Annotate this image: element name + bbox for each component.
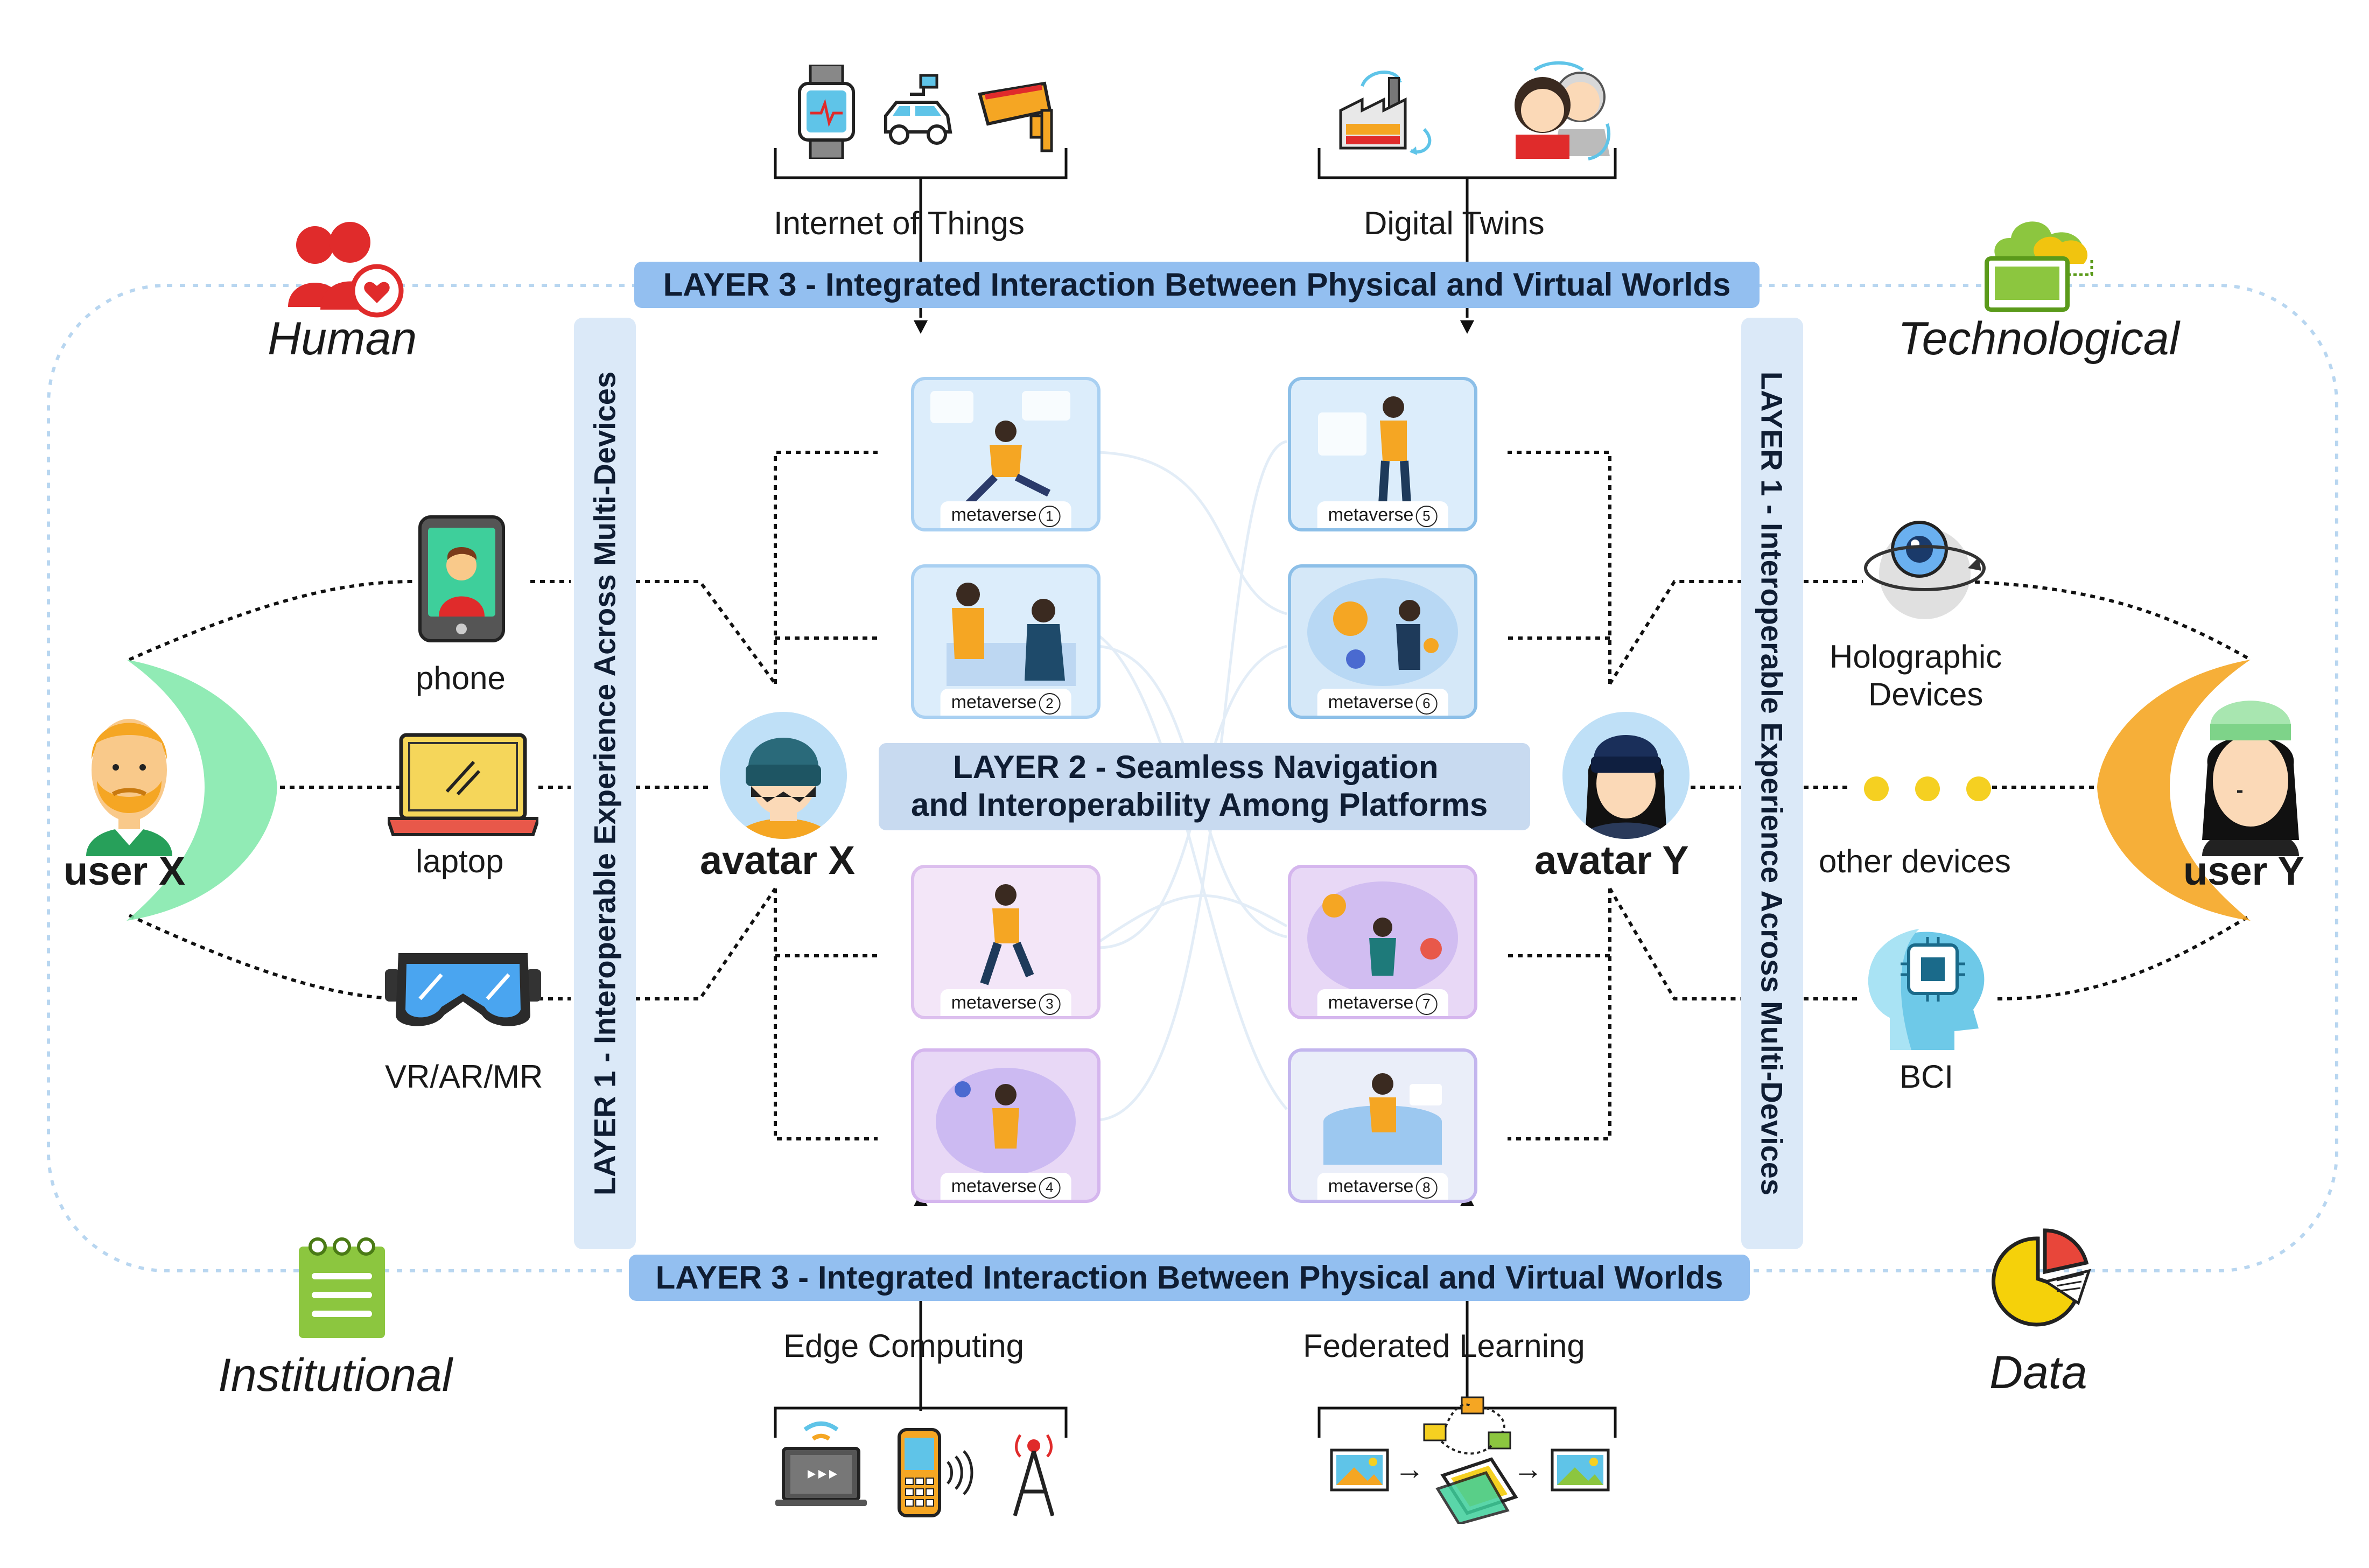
pie-chart-icon [1987,1222,2094,1330]
bci-label: BCI [1900,1059,1954,1095]
layer1-left-text: LAYER 1 - Interoperable Experience Acros… [587,371,622,1196]
metaverse-6-text: metaverse [1328,692,1414,712]
avatar-y-icon [1561,711,1691,840]
factory-icon [1330,59,1454,156]
user-x-label: user X [64,849,186,893]
metaverse-3-scene-icon [980,884,1034,985]
layer2-box [879,743,1530,830]
mobile-signal-icon [894,1427,980,1518]
laptop-label: laptop [416,843,504,879]
antenna-tower-icon [1007,1427,1061,1518]
bci-head-icon [1858,915,1992,1050]
metaverse-2-number: 2 [1039,693,1061,715]
other-devices-dots-icon [1863,775,1992,802]
metaverse-8-number: 8 [1415,1177,1438,1199]
metaverse-1-number: 1 [1039,506,1061,527]
laptop-icon [385,732,541,840]
corner-institutional-label: Institutional [218,1349,453,1401]
holographic-label-line1: Holographic [1830,639,2002,675]
holographic-label-line2: Devices [1868,676,1983,712]
metaverse-3-number: 3 [1039,993,1061,1015]
layer3-top-bar: LAYER 3 - Integrated Interaction Between… [634,262,1760,308]
layer1-right-text: LAYER 1 - Interoperable Experience Acros… [1755,371,1789,1196]
laptop-play-icon [775,1416,867,1513]
metaverse-7-number: 7 [1415,993,1438,1015]
metaverse-1-text: metaverse [951,505,1037,525]
layer2-line2: and Interoperability Among Platforms [911,787,1488,823]
user-y-label: user Y [2183,849,2304,893]
layer1-right-box [1741,318,1803,1249]
metaverse-4-text: metaverse [951,1176,1037,1196]
metaverse-5-number: 5 [1415,506,1438,527]
image-icon-right [1551,1448,1610,1492]
layer3-bottom-bar: LAYER 3 - Integrated Interaction Between… [629,1255,1750,1301]
smartwatch-icon [797,63,856,160]
other-devices-label: other devices [1819,843,2011,879]
twin-people-icon [1497,59,1621,162]
metaverse-8-text: metaverse [1328,1176,1414,1196]
metaverse-5-text: metaverse [1328,505,1414,525]
metaverse-4-number: 4 [1039,1177,1061,1199]
cloud-monitor-icon [1976,205,2105,312]
metaverse-5-scene-icon [1318,396,1411,505]
electric-car-icon [878,73,958,153]
federated-phones-icon [1421,1395,1529,1525]
avatar-y-label: avatar Y [1534,838,1689,883]
notepad-icon [293,1233,390,1341]
user-y-avatar [2186,695,2315,856]
layer2-line1: LAYER 2 - Seamless Navigation [953,749,1439,785]
holographic-device-icon [1860,517,1989,625]
metaverse-7-text: metaverse [1328,992,1414,1013]
corner-technological-label: Technological [1898,313,2179,365]
avatar-x-icon [719,711,848,840]
edge-computing-label: Edge Computing [783,1328,1024,1364]
security-camera-icon [975,78,1055,153]
phone-label: phone [416,660,506,696]
user-x-avatar [81,700,178,856]
metaverse-8-scene-icon [1323,1073,1442,1165]
iot-label: Internet of Things [774,205,1025,241]
federated-learning-label: Federated Learning [1303,1328,1585,1364]
human-icon [280,215,409,318]
digital-twins-label: Digital Twins [1364,205,1545,241]
avatar-x-label: avatar X [700,838,855,883]
vr-label: VR/AR/MR [385,1059,543,1095]
metaverse-7-scene-icon [1307,881,1458,995]
arrow-right-1: → [1394,1452,1425,1486]
metaverse-2-text: metaverse [951,692,1037,712]
metaverse-1-scene-icon [930,391,1070,507]
metaverse-6-scene-icon [1307,578,1458,686]
layer1-left-box [574,318,636,1249]
metaverse-6-number: 6 [1415,693,1438,715]
vr-headset-icon [385,945,541,1037]
phone-icon [417,514,506,643]
image-icon-left [1330,1448,1389,1492]
metaverse-4-scene-icon [936,1068,1076,1175]
metaverse-2-scene-icon [947,583,1076,686]
metaverse-3-text: metaverse [951,992,1037,1013]
corner-human-label: Human [268,313,417,365]
corner-data-label: Data [1989,1347,2087,1398]
arrow-right-2: → [1513,1452,1543,1486]
